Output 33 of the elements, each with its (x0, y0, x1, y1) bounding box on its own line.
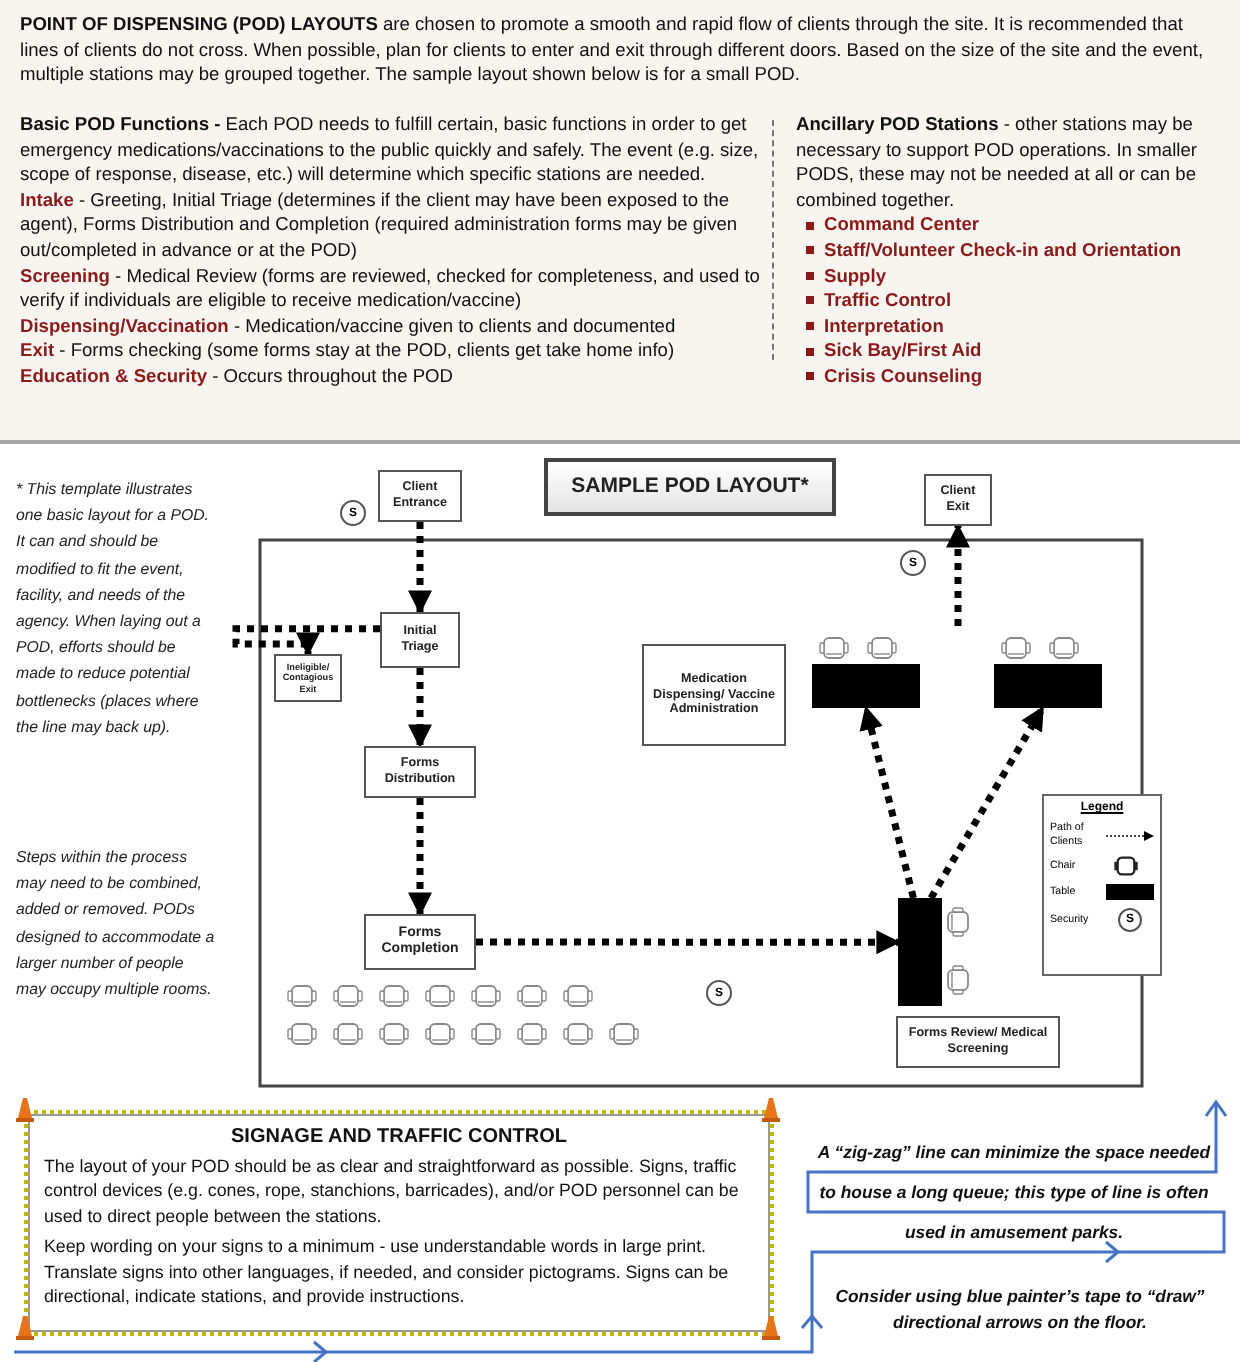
functions-paragraph: Basic POD Functions - Each POD needs to fulfill certain, basic functions in order to get emergency medications/vaccinations to the public quickly and safely. The event (e.g. size, scope of response, disease, etc.) will determine which specific stations are needed. (20, 112, 760, 188)
table-symbol (994, 664, 1102, 708)
station-list-item: Staff/Volunteer Check-in and Orientation (824, 237, 1182, 264)
queue-note: A “zig-zag” line can minimize the space needed to house a long queue; this type of line is often used in amusement parks. (815, 1140, 1213, 1246)
function-description: Screening - Medical Review (forms are reviewed, checked for completeness, and used to verify if individuals are eligible to receive medication/vaccine) (20, 263, 760, 314)
station-list-item: Sick Bay/First Aid (824, 338, 982, 364)
station-list-item: Interpretation (824, 313, 944, 339)
dotted-arrow (408, 522, 432, 615)
dotted-arrow (859, 705, 917, 899)
dotted-arrow (928, 705, 1046, 900)
signage-panel (24, 1110, 774, 1336)
dotted-arrow (408, 798, 432, 917)
function-description: Dispensing/Vaccination - Medication/vaccine given to clients and documented (20, 313, 678, 339)
station-list-item: Traffic Control (824, 288, 952, 314)
panel-heading: SIGNAGE AND TRAFFIC CONTROL (229, 1126, 569, 1148)
function-description: Intake - Greeting, Initial Triage (determines if the client may have been exposed to the agent), Forms Distribution and Completion (required administration forms may be given out/completed in advance or at the POD) (20, 187, 740, 264)
function-description: Education & Security - Occurs throughout the POD (20, 363, 455, 390)
stations-paragraph: Ancillary POD Stations - other stations may be necessary to support POD operations. In smaller PODS, these may not be needed at all or can be combined together. (796, 112, 1199, 213)
panel-paragraph: Keep wording on your signs to a minimum - use understandable words in large print. Translate signs into other languages, if needed, and consider pictograms. Signs can be directional, indicate stations, and provide instructions. (44, 1234, 731, 1309)
dotted-arrow (232, 625, 380, 657)
dotted-arrow (946, 523, 970, 626)
station-list-item: Crisis Counseling (824, 363, 983, 390)
table-symbol (812, 664, 920, 708)
dotted-arrow (408, 668, 432, 749)
dotted-arrow (476, 930, 901, 955)
table-symbol (898, 898, 942, 1006)
function-description: Exit - Forms checking (some forms stay at the POD, clients get take home info) (20, 338, 677, 364)
tape-note: Consider using blue painter’s tape to “draw” directional arrows on the floor. (833, 1284, 1207, 1336)
panel-paragraph: The layout of your POD should be as clear and straightforward as possible. Signs, traffic control devices (e.g. cones, rope, stanchions, barricades), and/or POD personnel can be used to direct people between the stations. (44, 1154, 741, 1229)
station-list-item: Supply (824, 263, 886, 289)
layout-title-box: SAMPLE POD LAYOUT* (544, 458, 836, 516)
station-list-item: Command Center (824, 212, 979, 238)
intro-paragraph: POINT OF DISPENSING (POD) LAYOUTS are chosen to promote a smooth and rapid flow of clients through the site. It is recommended that lines of clients do not cross. When possible, plan for clients to enter and exit through different doors. Based on the size of the site and the event, multiple stations may be grouped together. The sample layout shown below is for a small POD. (20, 12, 1206, 88)
